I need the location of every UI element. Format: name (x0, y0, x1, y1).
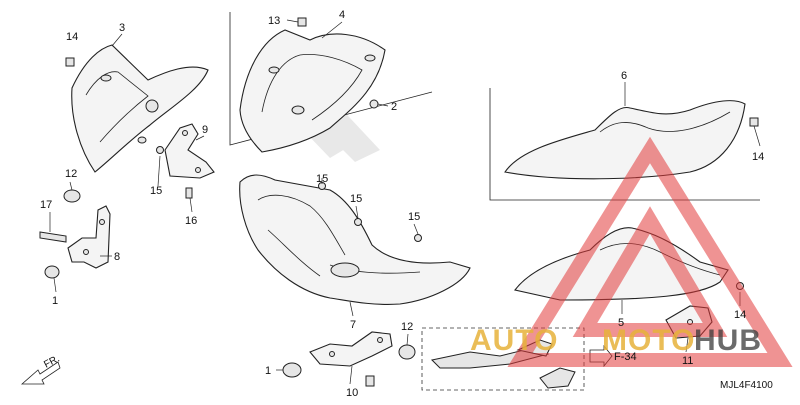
label-1a: 1 (52, 295, 58, 307)
leader-lines (49, 19, 761, 385)
diagram-code: MJL4F4100 (720, 380, 773, 391)
label-13: 13 (268, 15, 280, 27)
label-7: 7 (350, 319, 356, 331)
part-4-inner-cover (239, 29, 386, 153)
watermark-text-2: MOTO (602, 324, 695, 357)
label-9: 9 (202, 124, 208, 136)
part-9-bracket (164, 123, 215, 179)
label-16: 16 (185, 215, 197, 227)
label-15d: 15 (408, 211, 420, 223)
label-6: 6 (621, 70, 627, 82)
label-14b: 14 (752, 151, 764, 163)
ref-f34: F-34 (614, 351, 637, 363)
label-12a: 12 (65, 168, 77, 180)
label-17: 17 (40, 199, 52, 211)
label-10: 10 (346, 387, 358, 399)
watermark-text-1: AUTO (470, 324, 558, 357)
part-6-under-cover (504, 100, 746, 180)
part-3-side-cowl (71, 44, 209, 173)
fasteners (39, 17, 759, 387)
label-2: 2 (391, 101, 397, 113)
label-15a: 15 (150, 185, 162, 197)
label-4: 4 (339, 9, 345, 21)
label-12b: 12 (401, 321, 413, 333)
automotohub-watermark: AUTO MOTO HUB (470, 136, 793, 367)
watermark-text-3: HUB (694, 324, 762, 357)
frame-part-4 (229, 12, 433, 146)
label-15b: 15 (316, 173, 328, 185)
label-3: 3 (119, 22, 125, 34)
label-5: 5 (618, 317, 624, 329)
label-8: 8 (114, 251, 120, 263)
part-10-bracket (309, 331, 393, 367)
label-1b: 1 (265, 365, 271, 377)
part-8-bracket (67, 205, 111, 269)
label-14c: 14 (734, 309, 746, 321)
label-15c: 15 (350, 193, 362, 205)
frame-part-6 (489, 88, 760, 201)
label-14a: 14 (66, 31, 78, 43)
label-11: 11 (682, 355, 693, 367)
front-arrow-icon (20, 361, 61, 385)
part-7-lower-cowl (239, 174, 471, 305)
